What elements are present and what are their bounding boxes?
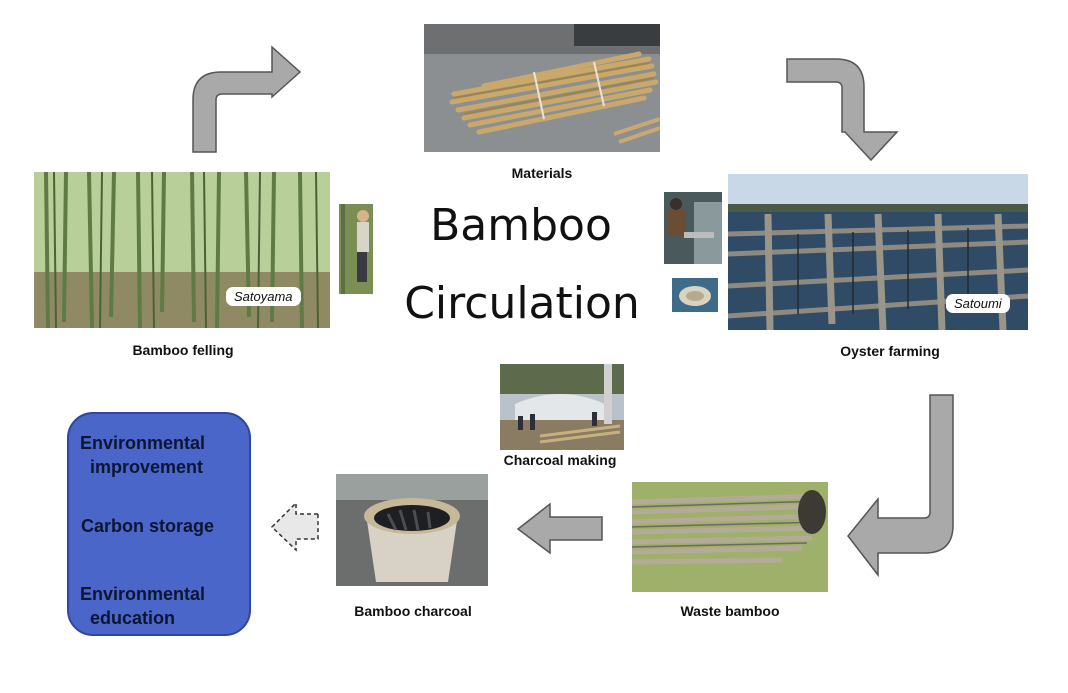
waste-bamboo-photo <box>632 482 828 592</box>
satoyama-tag: Satoyama <box>226 287 301 306</box>
charcoal-making-photo <box>500 364 624 450</box>
oyster-shell-photo <box>672 278 718 312</box>
bamboo-charcoal-photo <box>336 474 488 586</box>
diagram-title-line2: Circulation <box>404 278 640 329</box>
worker-photo <box>339 204 373 294</box>
bamboo-charcoal-label: Bamboo charcoal <box>354 603 472 619</box>
materials-label: Materials <box>511 165 573 181</box>
materials-photo <box>424 24 660 152</box>
waste-bamboo-label: Waste bamboo <box>680 603 780 619</box>
bamboo-felling-label: Bamboo felling <box>132 342 234 358</box>
satoumi-tag: Satoumi <box>946 294 1010 313</box>
charcoal-making-label: Charcoal making <box>503 452 617 468</box>
diagram-title-line1: Bamboo <box>430 200 612 251</box>
oyster-farming-label: Oyster farming <box>840 343 940 359</box>
benefit-environmental-education: Environmental education <box>80 584 206 628</box>
benefit-environmental-improvement: Environmental improvement <box>80 433 206 477</box>
benefits-box <box>67 412 251 636</box>
benefit-carbon-storage: Carbon storage <box>81 516 215 536</box>
oyster-worker-photo <box>664 192 722 264</box>
